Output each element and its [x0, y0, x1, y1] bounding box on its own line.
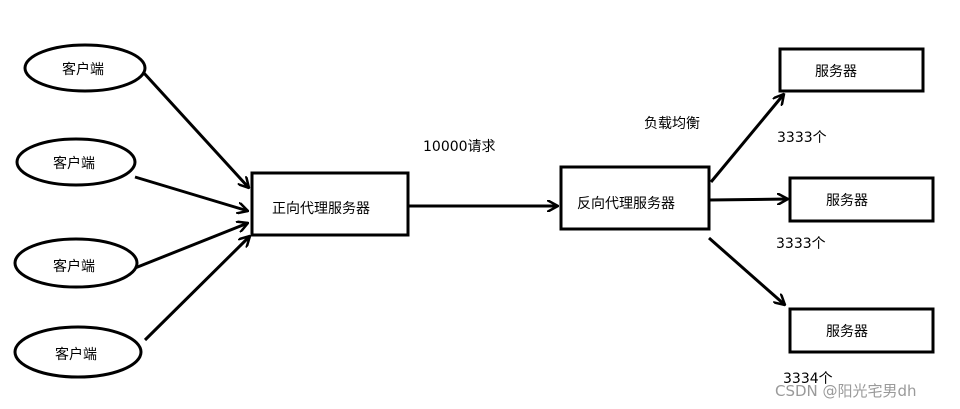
server-count-2: 3333个	[776, 236, 826, 252]
csdn-watermark: CSDN @阳光宅男dh	[775, 382, 917, 400]
request-count-label: 10000请求	[423, 139, 496, 155]
forward-proxy-label: 正向代理服务器	[272, 201, 370, 217]
arrow-reverse-to-server1	[709, 94, 784, 183]
server-box-1	[778, 47, 925, 93]
reverse-proxy-box	[559, 165, 711, 231]
arrow-client2-to-forward	[134, 175, 248, 211]
server-label-2: 服务器	[826, 193, 868, 209]
arrow-client1-to-forward	[141, 70, 249, 188]
arrow-client4-to-forward	[143, 236, 250, 342]
reverse-proxy-label: 反向代理服务器	[577, 196, 675, 212]
client-label-2: 客户端	[53, 156, 95, 172]
client-ellipse-3	[13, 237, 139, 289]
client-ellipse-4	[13, 325, 143, 379]
server-label-1: 服务器	[815, 64, 857, 80]
forward-proxy-box	[250, 171, 410, 237]
client-label-4: 客户端	[55, 347, 97, 363]
server-count-1: 3333个	[777, 130, 827, 146]
client-label-1: 客户端	[62, 62, 104, 78]
arrow-reverse-to-server3	[708, 236, 785, 305]
server-box-3	[788, 307, 935, 354]
server-box-2	[788, 176, 935, 223]
arrow-reverse-to-server2	[708, 199, 788, 200]
server-count-3: 3334个	[783, 371, 833, 387]
server-label-3: 服务器	[826, 324, 868, 340]
client-ellipse-1	[23, 43, 147, 93]
client-ellipse-2	[15, 137, 137, 187]
load-balance-label: 负载均衡	[644, 116, 700, 132]
arrow-client3-to-forward	[134, 223, 248, 270]
client-label-3: 客户端	[53, 259, 95, 275]
